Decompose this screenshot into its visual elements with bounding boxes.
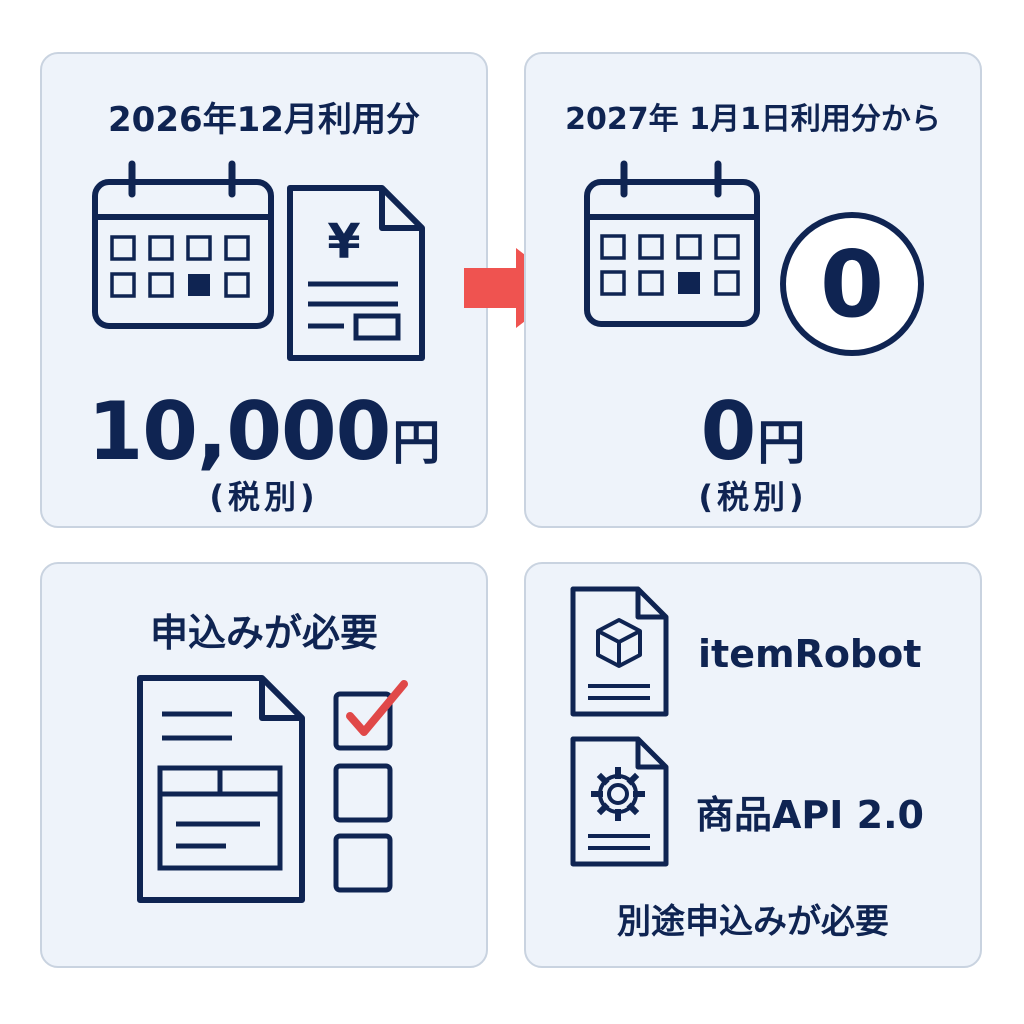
current-price-amount: 10,000 <box>87 385 392 478</box>
current-tax-note: (税別) <box>209 478 319 516</box>
new-price-unit: 円 <box>757 415 806 471</box>
current-period-label: 2026年12月利用分 <box>108 100 420 140</box>
checklist-box-checked <box>333 691 393 751</box>
new-price-amount: 0 <box>700 385 757 478</box>
application-title: 申込みが必要 <box>149 611 378 655</box>
zero-badge-icon: 0 <box>780 212 924 356</box>
yen-invoice-icon: ¥ <box>287 185 425 361</box>
new-plan-card: 2027年 1月1日利用分から 0 0円 (税別) <box>524 52 982 528</box>
new-period-label: 2027年 1月1日利用分から <box>565 102 941 137</box>
new-price: 0円 <box>526 392 980 472</box>
current-plan-card: 2026年12月利用分 ¥ 10,000円 (税別) <box>40 52 488 528</box>
cube-document-icon <box>570 586 669 717</box>
current-price: 10,000円 <box>42 392 486 472</box>
api-item-label: itemRobot <box>698 632 922 676</box>
checklist-icon <box>333 680 408 893</box>
checklist-box-empty <box>333 833 393 893</box>
svg-text:¥: ¥ <box>327 214 360 270</box>
api-item-label: 商品API 2.0 <box>696 793 924 837</box>
current-price-unit: 円 <box>392 415 441 471</box>
checkmark-icon <box>346 680 408 736</box>
application-card: 申込みが必要 <box>40 562 488 968</box>
checklist-box-empty <box>333 763 393 823</box>
calendar-icon <box>584 160 760 327</box>
new-tax-note: (税別) <box>698 478 808 516</box>
gear-document-icon <box>570 736 669 867</box>
calendar-icon <box>92 160 274 329</box>
api-card: itemRobot 商品API 2.0 別途申込みが必要 <box>524 562 982 968</box>
document-form-icon <box>137 675 305 903</box>
zero-badge-value: 0 <box>820 231 884 338</box>
api-application-note: 別途申込みが必要 <box>617 902 889 942</box>
